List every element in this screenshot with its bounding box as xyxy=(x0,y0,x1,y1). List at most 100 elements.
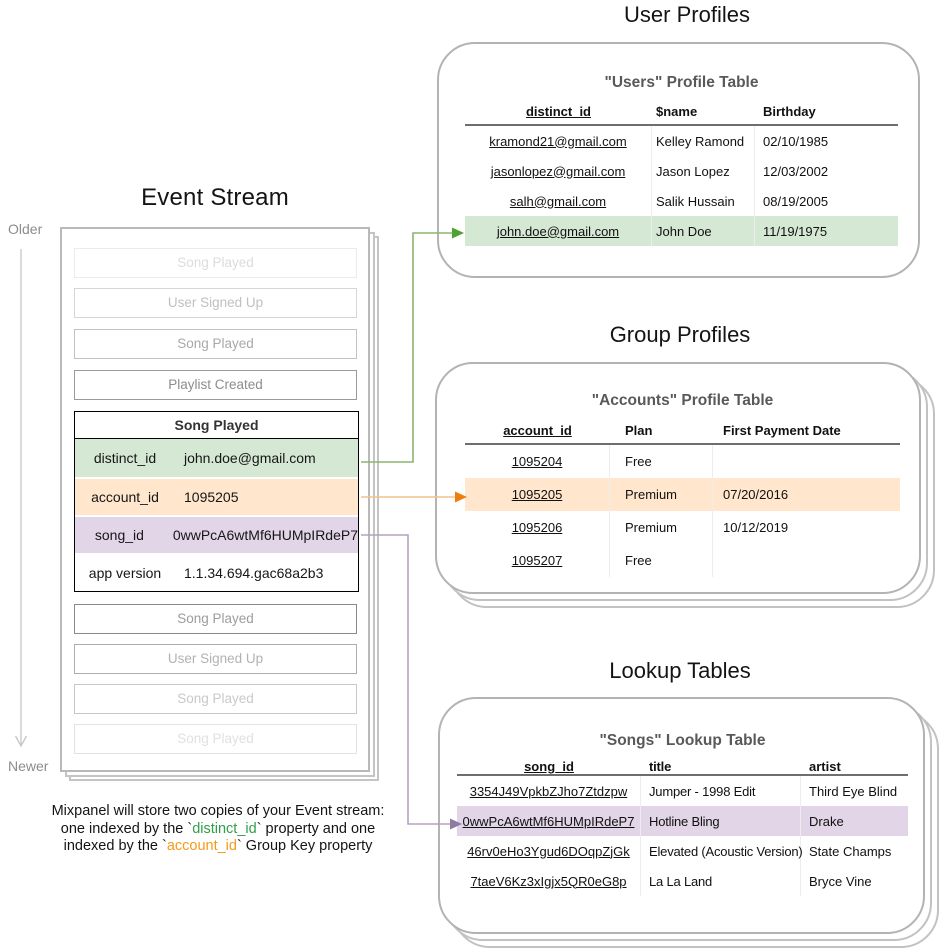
caption-text: indexed by the ` xyxy=(63,838,167,854)
cell-plan: Premium xyxy=(610,478,713,511)
accounts-table-title: "Accounts" Profile Table xyxy=(591,392,774,409)
cell-artist: State Champs xyxy=(809,843,892,859)
event-box: Song Played xyxy=(74,604,357,634)
cell-distinct-id: salh@gmail.com xyxy=(465,186,652,216)
cell-distinct-id: jasonlopez@gmail.com xyxy=(465,156,652,186)
cell-artist: Bryce Vine xyxy=(809,873,872,889)
group-profiles-section-title: Group Profiles xyxy=(609,322,751,347)
event-box: User Signed Up xyxy=(74,288,357,318)
users-table-body: kramond21@gmail.com Kelley Ramond 02/10/… xyxy=(465,126,898,246)
property-key: account_id xyxy=(91,489,159,505)
table-row-highlighted: john.doe@gmail.com John Doe 11/19/1975 xyxy=(465,216,898,246)
accounts-table-body: 1095204 Free 1095205 Premium 07/20/2016 … xyxy=(465,445,900,577)
property-row-account-id: account_id 1095205 xyxy=(75,477,358,515)
event-box: Song Played xyxy=(74,329,357,359)
property-value: 1.1.34.694.gac68a2b3 xyxy=(184,565,324,581)
property-key: distinct_id xyxy=(93,450,157,466)
cell-name: John Doe xyxy=(652,216,755,246)
cell-song-id: 7taeV6Kz3xIgjx5QR0eG8p xyxy=(457,866,641,896)
cell-plan: Free xyxy=(610,544,713,577)
table-row: jasonlopez@gmail.com Jason Lopez 12/03/2… xyxy=(465,156,898,186)
cell-name: Salik Hussain xyxy=(652,186,755,216)
distinct-id-keyword: distinct_id xyxy=(192,820,257,837)
event-stream-panel: Song Played User Signed Up Song Played P… xyxy=(60,227,370,772)
expanded-event-title: Song Played xyxy=(75,412,358,439)
cell-artist: Third Eye Blind xyxy=(809,783,898,799)
column-header: $name xyxy=(656,103,698,119)
cell-name: Jason Lopez xyxy=(652,156,755,186)
cell-title: Jumper - 1998 Edit xyxy=(641,776,801,806)
table-row: kramond21@gmail.com Kelley Ramond 02/10/… xyxy=(465,126,898,156)
cell-title: La La Land xyxy=(641,866,801,896)
cell-artist: Drake xyxy=(809,813,844,829)
cell-song-id: 0wwPcA6wtMf6HUMpIRdeP7 xyxy=(457,806,641,836)
caption-text: one indexed by the ` xyxy=(60,820,193,837)
cell-distinct-id: kramond21@gmail.com xyxy=(465,126,652,156)
cell-first-payment-date: 07/20/2016 xyxy=(723,487,789,502)
cell-birthday: 11/19/1975 xyxy=(763,223,828,239)
table-row-highlighted: 0wwPcA6wtMf6HUMpIRdeP7 Hotline Bling Dra… xyxy=(457,806,908,836)
table-row: 1095207 Free xyxy=(465,544,900,577)
caption-line-1: Mixpanel will store two copies of your E… xyxy=(51,803,385,819)
cell-title: Elevated (Acoustic Version) xyxy=(641,836,803,866)
cell-name: Kelley Ramond xyxy=(652,126,755,156)
event-box: Playlist Created xyxy=(74,370,357,400)
table-row: 3354J49VpkbZJho7Ztdzpw Jumper - 1998 Edi… xyxy=(457,776,908,806)
event-label: Song Played xyxy=(177,731,254,746)
account-id-keyword: account_id xyxy=(166,838,237,854)
property-key: app version xyxy=(88,565,162,581)
event-box: Song Played xyxy=(74,724,357,754)
column-header: artist xyxy=(809,758,841,774)
lookup-tables-section-title: Lookup Tables xyxy=(609,658,751,683)
cell-title: Hotline Bling xyxy=(641,806,801,836)
cell-distinct-id: john.doe@gmail.com xyxy=(465,216,652,246)
cell-account-id: 1095205 xyxy=(465,478,610,511)
event-label: Song Played xyxy=(177,691,254,706)
timeline-arrow xyxy=(14,249,28,748)
cell-birthday: 12/03/2002 xyxy=(763,163,829,179)
cell-plan: Premium xyxy=(610,511,713,544)
column-header: Plan xyxy=(625,422,653,438)
event-label: Song Played xyxy=(177,336,254,351)
cell-song-id: 3354J49VpkbZJho7Ztdzpw xyxy=(457,776,641,806)
timeline-newer-label: Newer xyxy=(8,758,49,774)
cell-first-payment-date: 10/12/2019 xyxy=(723,520,789,535)
cell-account-id: 1095204 xyxy=(465,445,610,478)
caption-line-2: one indexed by the `distinct_id` propert… xyxy=(38,821,398,839)
event-box: Song Played xyxy=(74,248,357,278)
caption-text: ` Group Key property xyxy=(236,838,373,854)
table-row-highlighted: 1095205 Premium 07/20/2016 xyxy=(465,478,900,511)
caption-line-3: indexed by the `account_id` Group Key pr… xyxy=(38,838,398,856)
users-table-title: "Users" Profile Table xyxy=(604,74,759,91)
event-box: Song Played xyxy=(74,684,357,714)
table-row: 1095204 Free xyxy=(465,445,900,478)
cell-birthday: 02/10/1985 xyxy=(763,133,829,149)
table-row: 46rv0eHo3Ygud6DOqpZjGk Elevated (Acousti… xyxy=(457,836,908,866)
users-table: distinct_id $name Birthday kramond21@gma… xyxy=(465,98,898,246)
cell-song-id: 46rv0eHo3Ygud6DOqpZjGk xyxy=(457,836,641,866)
table-row: 7taeV6Kz3xIgjx5QR0eG8p La La Land Bryce … xyxy=(457,866,908,896)
event-stream-title: Event Stream xyxy=(141,184,289,211)
event-label: Playlist Created xyxy=(168,377,263,392)
column-header: distinct_id xyxy=(525,103,591,119)
user-profiles-section-title: User Profiles xyxy=(624,2,750,27)
event-label: User Signed Up xyxy=(167,651,264,666)
accounts-table: account_id Plan First Payment Date 10952… xyxy=(465,417,900,577)
songs-table-title: "Songs" Lookup Table xyxy=(599,732,766,749)
accounts-table-header: account_id Plan First Payment Date xyxy=(465,417,900,445)
property-value: 1095205 xyxy=(184,489,239,505)
column-header: song_id xyxy=(524,758,574,774)
songs-table-header: song_id title artist xyxy=(457,758,908,776)
table-row: salh@gmail.com Salik Hussain 08/19/2005 xyxy=(465,186,898,216)
column-header: First Payment Date xyxy=(723,422,841,438)
property-row-app-version: app version 1.1.34.694.gac68a2b3 xyxy=(75,553,358,591)
property-key: song_id xyxy=(94,527,144,543)
expanded-event-card: Song Played distinct_id john.doe@gmail.c… xyxy=(74,411,359,592)
timeline-older-label: Older xyxy=(8,221,43,237)
event-label: Song Played xyxy=(177,255,254,270)
event-box: User Signed Up xyxy=(74,644,357,674)
column-header: title xyxy=(649,758,672,774)
property-value: john.doe@gmail.com xyxy=(184,450,316,466)
cell-birthday: 08/19/2005 xyxy=(763,193,829,209)
